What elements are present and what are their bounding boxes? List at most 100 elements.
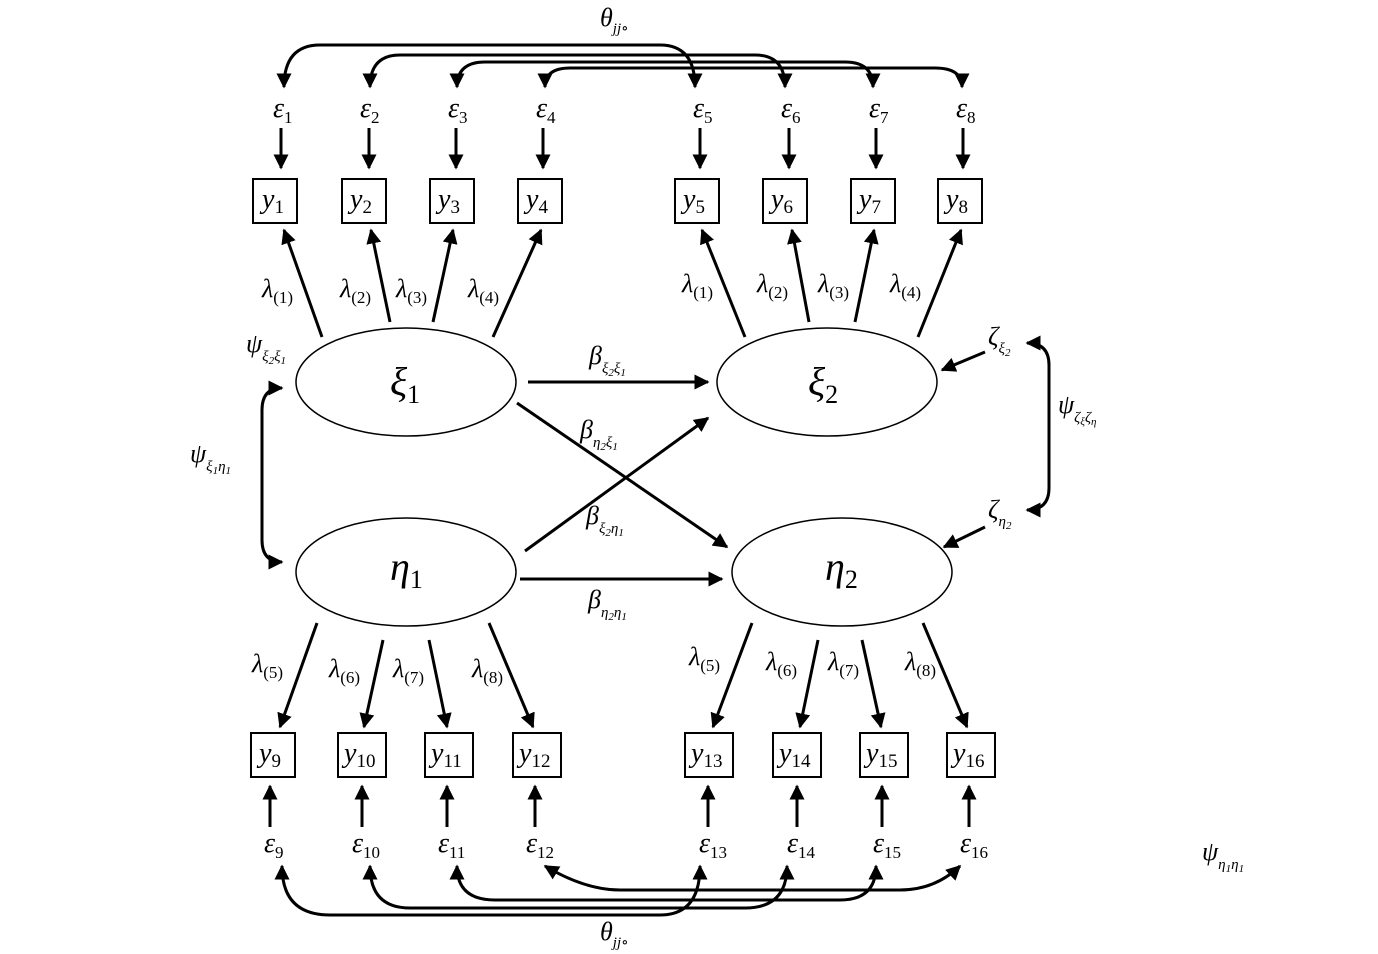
error-label-10: ε10 [352, 828, 380, 862]
path-label-b-xi2-eta1: βξ2η1 [585, 501, 624, 539]
loading-arrow-xi2-y5 [700, 228, 747, 338]
theta-curve-4-8 [537, 66, 970, 89]
error-label-4: ε4 [536, 93, 556, 127]
theta-curve-11-15 [449, 864, 884, 902]
error-label-8: ε8 [956, 93, 976, 127]
loading-label-xi2-1: λ(1) [681, 269, 713, 302]
loading-arrow-eta2-y13 [710, 622, 754, 729]
indicator-box-5 [674, 178, 720, 224]
indicator-box-11 [424, 732, 474, 778]
error-label-2: ε2 [360, 93, 380, 127]
error-label-1: ε1 [273, 93, 293, 127]
indicator-label-4: y4 [523, 184, 548, 218]
indicator-box-8 [937, 178, 983, 224]
loading-arrow-eta1-y10 [359, 639, 385, 729]
indicator-box-3 [429, 178, 475, 224]
indicator-label-1: y1 [259, 184, 284, 218]
cov-curve-zeta [1025, 335, 1051, 518]
indicator-box-10 [337, 732, 387, 778]
cov-label-psi-zeta: ψζξζη [1058, 390, 1097, 428]
error-label-14: ε14 [787, 828, 816, 862]
loading-arrow-xi1-y2 [366, 228, 392, 323]
loading-label-xi2-2: λ(2) [756, 269, 788, 302]
indicator-label-16: y16 [950, 738, 984, 772]
path-label-b-eta2-xi1: βη2ξ1 [579, 415, 618, 453]
loading-arrow-eta1-y9 [277, 622, 319, 729]
theta-label-bottom: θjj∘ [600, 917, 628, 951]
loading-label-eta2-6: λ(6) [765, 647, 797, 680]
indicator-label-5: y5 [680, 184, 705, 218]
disturbance-label-xi2: ζξ2 [988, 322, 1011, 359]
latent-xi2 [716, 327, 938, 437]
theta-curve-9-13 [274, 864, 708, 917]
loading-label-xi2-4: λ(4) [889, 269, 921, 302]
theta-curve-10-14 [362, 864, 795, 910]
loading-arrow-xi1-y3 [431, 228, 458, 323]
indicator-box-4 [517, 178, 563, 224]
disturbance-arrow-eta2 [942, 525, 986, 549]
error-label-3: ε3 [448, 93, 468, 127]
error-label-13: ε13 [699, 828, 727, 862]
indicator-label-11: y11 [428, 738, 462, 772]
error-label-6: ε6 [781, 93, 801, 127]
indicator-box-14 [772, 732, 822, 778]
loading-label-eta2-5: λ(5) [688, 642, 720, 675]
error-label-9: ε9 [264, 828, 284, 862]
loading-label-xi1-1: λ(1) [261, 274, 293, 307]
latent-label-xi2: ξ2 [808, 359, 838, 409]
indicator-box-15 [859, 732, 909, 778]
loading-label-xi1-4: λ(4) [467, 274, 499, 307]
error-label-7: ε7 [869, 93, 889, 127]
loading-label-eta2-8: λ(8) [904, 647, 936, 680]
loading-arrow-eta1-y12 [487, 622, 535, 729]
loading-label-xi2-3: λ(3) [817, 269, 849, 302]
loading-arrow-eta1-y11 [427, 639, 452, 729]
loading-label-eta1-5: λ(5) [251, 649, 283, 682]
cov-curve-xi1-eta1 [260, 380, 284, 570]
disturbance-arrow-xi2 [940, 350, 986, 372]
loading-arrow-xi2-y7 [853, 228, 879, 323]
loading-arrow-xi2-y6 [787, 228, 811, 323]
path-label-b-xi2-xi1: βξ2ξ1 [588, 341, 626, 379]
theta-curve-3-7 [449, 60, 881, 89]
cov-label-psi-eta1-eta1: ψη1η1 [1202, 837, 1244, 875]
latent-eta2 [731, 517, 953, 627]
indicator-box-12 [512, 732, 562, 778]
cov-label-psi-xi1-eta1: ψξ1η1 [190, 439, 231, 477]
loading-arrow-eta2-y15 [860, 639, 886, 729]
indicator-box-13 [684, 732, 734, 778]
latent-label-eta1: η1 [390, 544, 423, 594]
loading-label-eta1-7: λ(7) [392, 654, 424, 687]
indicator-label-13: y13 [688, 738, 722, 772]
indicator-box-16 [946, 732, 996, 778]
indicator-box-6 [762, 178, 808, 224]
indicator-label-7: y7 [856, 184, 881, 218]
loading-arrow-xi2-y8 [916, 228, 963, 338]
indicator-box-7 [850, 178, 896, 224]
loading-label-eta1-6: λ(6) [328, 654, 360, 687]
error-label-15: ε15 [873, 828, 901, 862]
error-label-5: ε5 [693, 93, 713, 127]
disturbance-label-eta2: ζη2 [988, 495, 1012, 532]
loading-arrow-xi1-y4 [491, 228, 543, 338]
cov-label-psi-xi2-xi1: ψξ2ξ1 [246, 329, 286, 367]
path-arrow-eta1-xi2 [524, 416, 710, 553]
loading-label-xi1-2: λ(2) [339, 274, 371, 307]
latent-eta1 [295, 517, 517, 627]
indicator-label-10: y10 [341, 738, 375, 772]
theta-curve-2-6 [362, 53, 793, 89]
loading-arrow-eta2-y16 [921, 622, 969, 729]
indicator-box-2 [341, 178, 387, 224]
theta-curve-12-16 [543, 864, 962, 892]
error-label-16: ε16 [960, 828, 988, 862]
latent-xi1 [295, 327, 517, 437]
theta-curve-1-5 [276, 43, 703, 89]
error-label-12: ε12 [526, 828, 554, 862]
indicator-label-9: y9 [256, 738, 281, 772]
loading-label-eta2-7: λ(7) [827, 647, 859, 680]
loading-arrow-eta2-y14 [795, 639, 820, 729]
latent-label-xi1: ξ1 [390, 359, 420, 409]
indicator-label-14: y14 [776, 738, 811, 772]
path-label-b-eta2-eta1: βη2η1 [587, 585, 627, 623]
